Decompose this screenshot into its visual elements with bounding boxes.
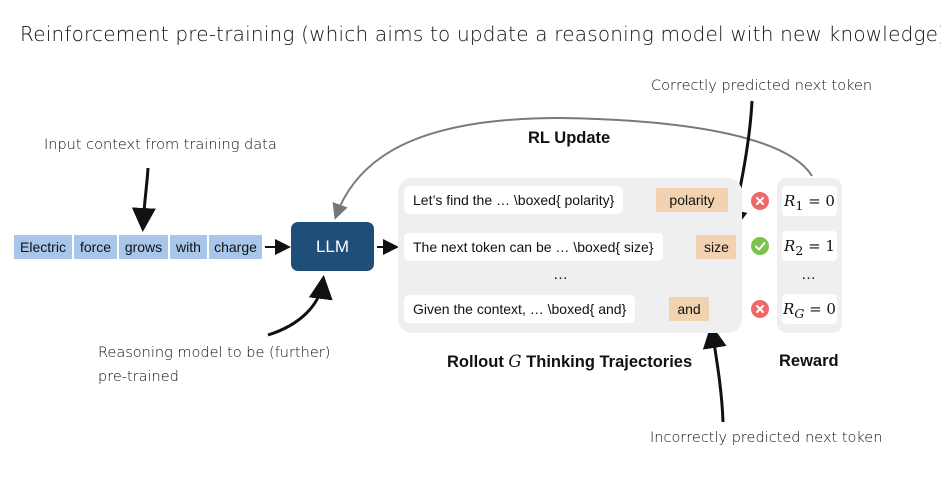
reasoning-model-annotation-line2: pre-trained (98, 369, 179, 385)
rollout-panel: Let’s find the … \boxed{ polarity} polar… (398, 178, 742, 333)
reward-symbol: R (784, 237, 796, 255)
rollout-caption-prefix: Rollout (447, 353, 509, 371)
reward-subscript: 1 (795, 198, 804, 213)
rollout-caption: Rollout G Thinking Trajectories (447, 352, 692, 372)
predicted-token: polarity (656, 188, 728, 212)
llm-box: LLM (291, 222, 374, 271)
reward-subscript: 2 (795, 243, 804, 258)
correct-token-annotation: Correctly predicted next token (651, 78, 873, 94)
input-token: with (170, 235, 207, 259)
x-circle-icon (751, 300, 769, 318)
predicted-token: and (669, 297, 709, 321)
reward-symbol: R (784, 192, 796, 210)
diagram-title: Reinforcement pre-training (which aims t… (20, 22, 941, 46)
input-context-arrow (131, 167, 156, 232)
incorrect-token-arrow (702, 324, 727, 423)
incorrect-token-annotation: Incorrectly predicted next token (650, 430, 883, 446)
reward-equation: = 0 (804, 300, 836, 318)
rollout-ellipsis: … (553, 266, 568, 283)
reward-value: R1 = 0 (782, 186, 837, 216)
rl-update-label: RL Update (528, 129, 611, 147)
rollout-text: The next token can be … \boxed{ size} (404, 233, 663, 261)
x-circle-icon (751, 192, 769, 210)
reward-panel: R1 = 0 R2 = 1 … RG = 0 (777, 178, 842, 333)
reward-subscript: G (794, 306, 805, 321)
reward-ellipsis: … (801, 266, 816, 283)
predicted-token: size (696, 235, 736, 259)
reward-equation: = 0 (803, 192, 835, 210)
rollout-caption-suffix: Thinking Trajectories (521, 353, 693, 371)
rollout-text: Let’s find the … \boxed{ polarity} (404, 186, 624, 214)
reward-symbol: R (783, 300, 795, 318)
input-token: charge (209, 235, 262, 259)
reward-caption: Reward (779, 352, 839, 370)
reward-equation: = 1 (803, 237, 835, 255)
reward-value: RG = 0 (782, 294, 837, 324)
check-circle-icon (751, 237, 769, 255)
input-token: force (74, 235, 117, 259)
input-token: grows (119, 235, 168, 259)
rollout-text: Given the context, … \boxed{ and} (404, 295, 636, 323)
input-token: Electric (14, 235, 72, 259)
rollout-caption-variable: G (508, 352, 522, 371)
reasoning-model-annotation-line1: Reasoning model to be (further) (98, 345, 331, 361)
reasoning-model-arrow (267, 275, 333, 337)
reward-value: R2 = 1 (782, 231, 837, 261)
input-context-annotation: Input context from training data (44, 137, 277, 153)
rl-update-arrow (332, 116, 813, 220)
